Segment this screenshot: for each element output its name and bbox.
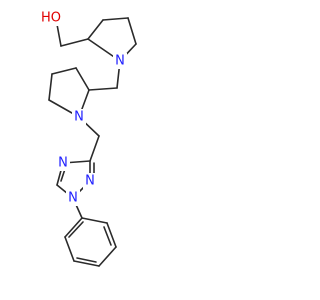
bond-c4b-c5b [48,73,53,101]
bond-ph-2-3 [106,222,117,248]
atom-n-pyrrolidine-lower: N [72,109,86,125]
bonds [48,17,137,267]
svg-text:N: N [74,110,84,125]
bond-c2a-c3a [87,19,104,40]
bond-ph-6-1 [64,217,83,238]
bond-ph-inner-a [103,226,112,246]
atom-o-hydroxyl: HO [40,10,62,26]
bond-c4a-c5a [127,17,137,45]
svg-text:HO: HO [41,11,61,26]
bond-ph-inner-b [76,257,97,263]
atom-n-pyrrolidine-upper: N [113,53,127,69]
bond-c2b-c3b [75,67,90,91]
bond-c3a-c4a [102,17,129,21]
bond-c3b-c4b [51,67,77,75]
bond-ph-4-5 [73,260,100,267]
svg-text:N: N [68,191,78,206]
bond-ph-1-2 [81,217,108,224]
molecule-diagram: HO N N N N N [40,10,137,267]
bond-ch2b-c2b [88,87,118,91]
structure-svg: HO N N N N N [40,10,137,267]
bond-ph-5-6 [64,236,75,262]
bond-ph-inner-c [68,221,84,238]
bond-ph-3-4 [98,246,117,267]
atom-n-triazole-2: N [83,173,97,189]
atom-labels: HO N N N N N [40,10,127,206]
bond-ch2-c2a [60,38,89,47]
svg-text:N: N [58,156,68,171]
svg-text:N: N [115,54,125,69]
atom-n-triazole-1: N [66,190,80,206]
svg-text:N: N [85,174,95,189]
bond-ch2c-c3t [89,135,100,162]
atom-n-triazole-4: N [56,155,70,171]
